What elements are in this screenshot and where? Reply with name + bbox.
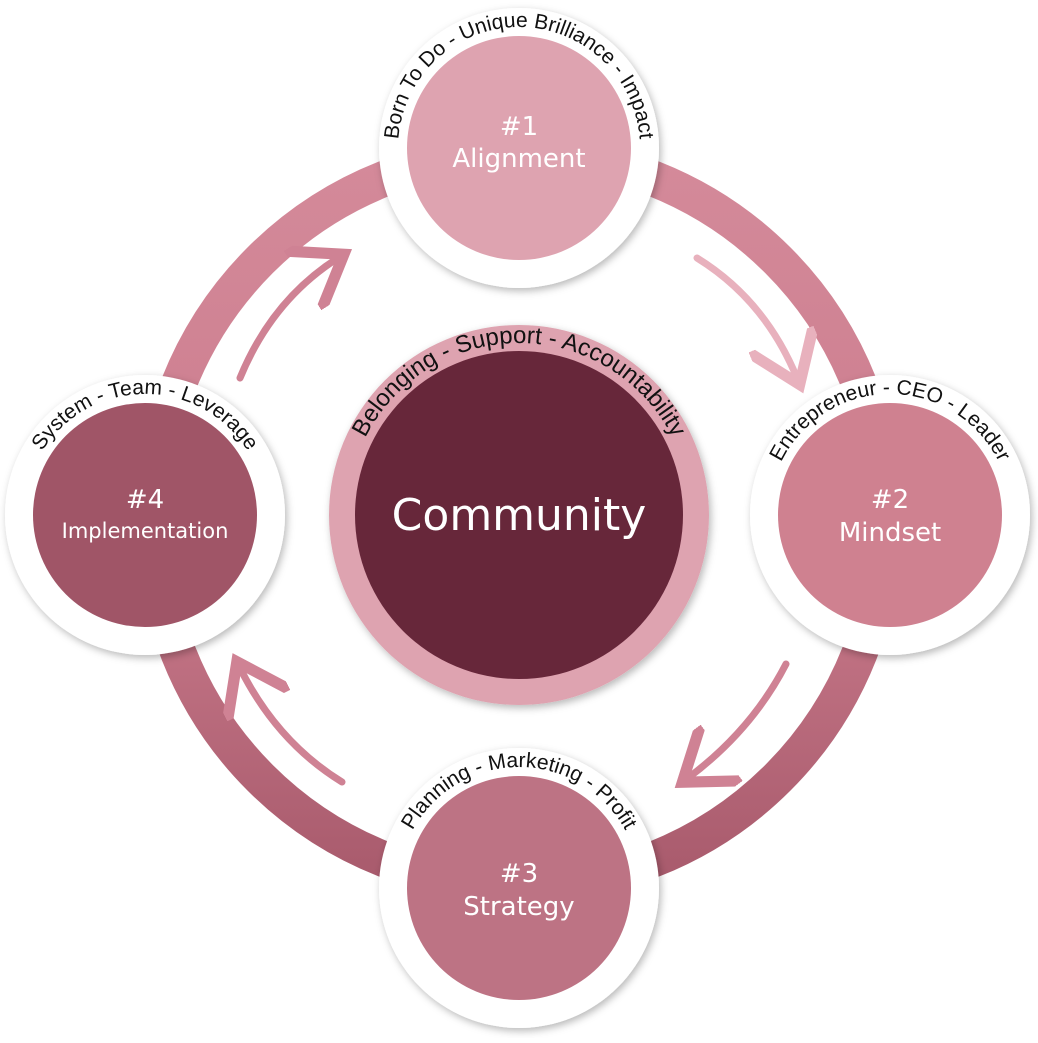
strategy-label: Strategy [463,892,574,922]
alignment-label: Alignment [452,144,585,174]
node-alignment: Born To Do - Unique Brilliance - Impact … [379,8,659,288]
node-mindset: Entrepreneur - CEO - Leader #2 Mindset [750,375,1030,655]
arrow-2-to-3 [688,660,790,778]
node-implementation: System - Team - Leverage #4 Implementati… [5,375,285,655]
arrow-1-to-2 [693,254,797,378]
node-strategy: Planning - Marketing - Profit #3 Strateg… [379,748,659,1028]
implementation-number: #4 [126,485,164,515]
center-title: Community [392,490,647,541]
mindset-label: Mindset [839,518,941,548]
strategy-number: #3 [500,859,538,889]
implementation-label: Implementation [62,519,229,543]
mindset-number: #2 [871,485,909,515]
alignment-number: #1 [500,112,538,142]
arrow-3-to-4 [240,668,346,786]
arrow-4-to-1 [236,258,338,382]
center-node: Belonging - Support - Accountability Com… [329,322,709,705]
